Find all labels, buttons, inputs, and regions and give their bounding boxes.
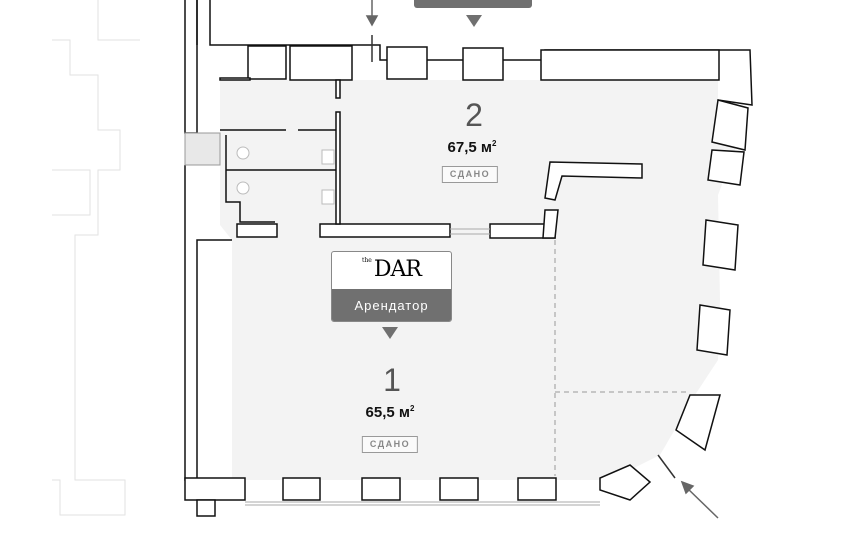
unit-2-floor[interactable]	[220, 80, 738, 480]
unit-boundary	[554, 240, 690, 476]
area-sup: 2	[492, 139, 497, 148]
walls	[184, 0, 753, 517]
pointer-triangle-icon	[382, 327, 398, 339]
shaft	[184, 132, 221, 166]
unit-1-number: 1	[383, 362, 401, 398]
neighbor-building-outline	[52, 0, 140, 516]
entrance-arrow-icon	[365, 0, 379, 62]
toilet-icon	[236, 146, 335, 205]
logo-prefix: the	[362, 257, 372, 264]
unit-1-status-badge: СДАНО	[361, 436, 419, 453]
unit-2-status-badge: СДАНО	[441, 166, 499, 183]
area-value: 65,5 м	[365, 404, 411, 421]
unit-2-area: 67,5 м2	[448, 139, 497, 157]
windows	[245, 228, 600, 506]
unit-2-number: 2	[465, 97, 483, 133]
entrance-arrow-icon	[657, 454, 719, 519]
tenant-card-top[interactable]	[414, 0, 532, 8]
area-value: 67,5 м	[447, 139, 493, 156]
area-sup: 2	[410, 404, 415, 413]
pointer-triangle-icon	[466, 15, 482, 27]
unit-1-area: 65,5 м2	[366, 404, 415, 422]
logo-text: DAR	[373, 257, 422, 282]
tenant-label: Арендатор	[332, 289, 451, 321]
